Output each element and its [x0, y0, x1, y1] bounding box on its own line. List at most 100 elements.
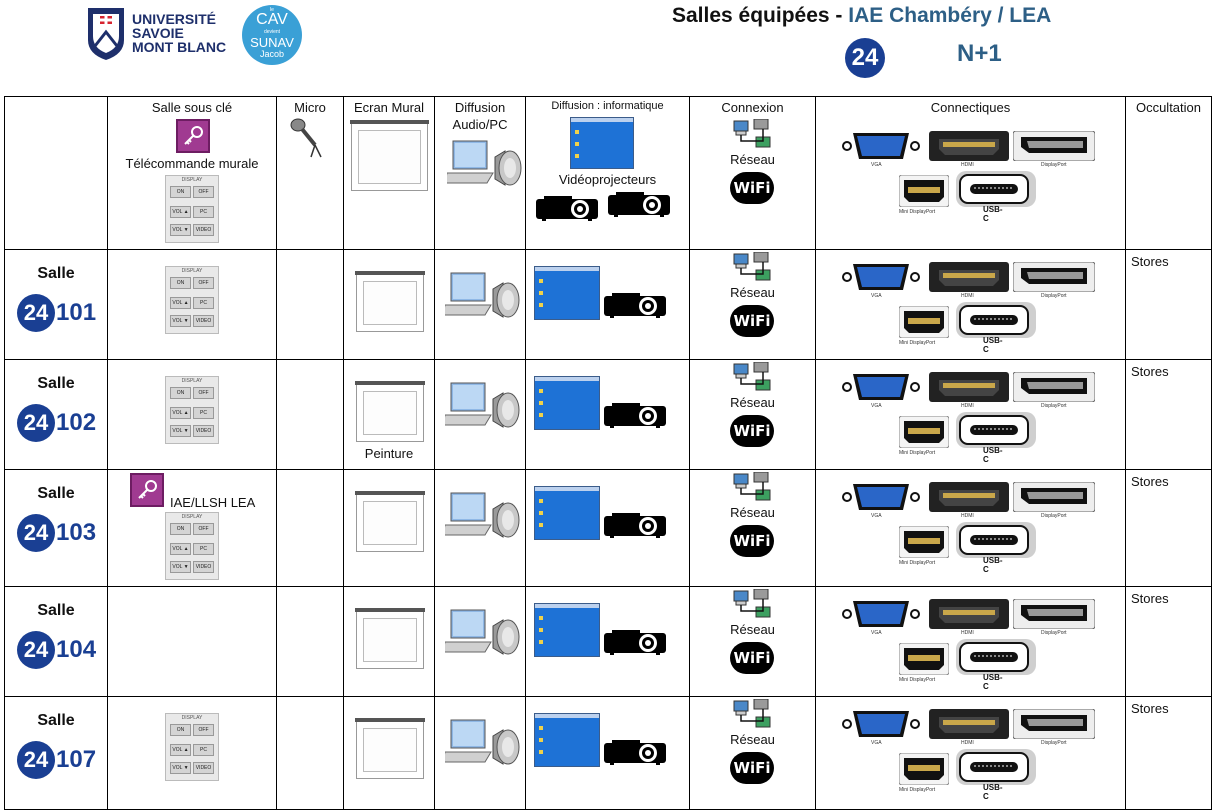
vga-label: VGA — [871, 293, 882, 299]
micro-cell — [276, 249, 344, 360]
mini-displayport-label: Mini DisplayPort — [899, 209, 936, 215]
remote-video: VIDEO — [193, 762, 214, 774]
room-number: 102 — [56, 409, 97, 436]
occultation-value: Stores — [1131, 701, 1169, 716]
mini-displayport-icon — [898, 642, 950, 680]
remote-video: VIDEO — [193, 224, 214, 236]
col-diffusion-info: Diffusion : informatique Vidéoprojecteur… — [525, 96, 690, 250]
col-label-micro: Micro — [294, 100, 326, 115]
col-label-connectiques: Connectiques — [930, 100, 1011, 115]
usmb-logo: UNIVERSITÉ SAVOIE MONT BLANC — [86, 6, 238, 64]
displayport-label: DisplayPort — [1041, 293, 1067, 299]
remote-video: VIDEO — [193, 425, 214, 437]
title-prefix: Salles équipées - — [672, 4, 849, 27]
col-ecran: Ecran Mural — [343, 96, 435, 250]
reseau-label: Réseau — [730, 152, 775, 167]
remote-vol-up: VOL ▲ — [170, 407, 191, 419]
hdmi-label: HDMI — [961, 162, 974, 168]
remote-vol-up: VOL ▲ — [170, 744, 191, 756]
microphone-icon — [290, 118, 322, 158]
room-number: 101 — [56, 299, 97, 326]
remote-vol-down: VOL ▼ — [170, 561, 191, 573]
projector-icon — [602, 400, 668, 435]
remote-off: OFF — [193, 387, 214, 399]
ecran-cell — [343, 249, 435, 360]
vga-port-icon — [841, 599, 921, 634]
key-icon — [130, 473, 164, 507]
app-window-icon — [534, 376, 600, 430]
displayport-label: DisplayPort — [1041, 630, 1067, 636]
usb-c-port-icon — [956, 302, 1036, 351]
vga-label: VGA — [871, 513, 882, 519]
wifi-icon: WiFi — [730, 642, 774, 674]
room-number: 107 — [56, 746, 97, 773]
audio-cell — [434, 586, 526, 697]
wifi-icon: WiFi — [730, 415, 774, 447]
remote-header: DISPLAY — [181, 268, 203, 274]
projector-icon — [602, 627, 668, 662]
wifi-label: WiFi — [733, 532, 771, 550]
network-icon — [732, 118, 772, 156]
cav-main: CAV — [256, 11, 288, 28]
projector-icon — [534, 193, 600, 228]
vga-label: VGA — [871, 403, 882, 409]
app-window-icon — [534, 713, 600, 767]
vga-port-icon — [841, 709, 921, 744]
hdmi-label: HDMI — [961, 630, 974, 636]
remote-off: OFF — [193, 724, 214, 736]
remote-vol-up: VOL ▲ — [170, 297, 191, 309]
info-cell — [525, 696, 690, 810]
audio-cell — [434, 469, 526, 587]
hdmi-label: HDMI — [961, 740, 974, 746]
mini-displayport-label: Mini DisplayPort — [899, 677, 936, 683]
page-title: Salles équipées - IAE Chambéry / LEA — [672, 4, 1051, 28]
remote-pc: PC — [193, 206, 214, 218]
cav-sunav: SUNAV — [250, 35, 294, 50]
remote-vol-up: VOL ▲ — [170, 206, 191, 218]
col-label-connexion: Connexion — [721, 100, 784, 115]
mini-displayport-icon — [898, 305, 950, 343]
hdmi-port-icon — [929, 709, 1009, 744]
laptop-speaker-icon — [442, 267, 523, 327]
reseau-label: Réseau — [730, 622, 775, 637]
remote-header: DISPLAY — [181, 514, 203, 520]
salle-label: Salle — [37, 712, 75, 729]
audio-cell — [434, 249, 526, 360]
remote-vol-down: VOL ▼ — [170, 224, 191, 236]
remote-header: DISPLAY — [181, 378, 203, 384]
vga-port-icon — [841, 372, 921, 407]
info-cell — [525, 249, 690, 360]
occultation-cell: Stores — [1125, 359, 1212, 470]
usb-c-port-icon — [956, 749, 1036, 798]
remote-pc: PC — [193, 407, 214, 419]
remote-video: VIDEO — [193, 561, 214, 573]
mini-displayport-label: Mini DisplayPort — [899, 560, 936, 566]
network-icon — [732, 588, 772, 626]
salle-label: Salle — [37, 485, 75, 502]
laptop-speaker-icon — [442, 714, 523, 774]
wifi-icon: WiFi — [730, 305, 774, 337]
remote-header: DISPLAY — [181, 177, 203, 183]
app-window-icon — [534, 603, 600, 657]
usb-c-label: USB-C — [983, 556, 1003, 574]
reseau-label: Réseau — [730, 505, 775, 520]
page-header: UNIVERSITÉ SAVOIE MONT BLANC le CAV devi… — [0, 0, 1228, 96]
remote-pc: PC — [193, 543, 214, 555]
displayport-icon — [1012, 481, 1096, 517]
mini-displayport-label: Mini DisplayPort — [899, 340, 936, 346]
remote-vol-down: VOL ▼ — [170, 425, 191, 437]
mini-displayport-icon — [898, 525, 950, 563]
remote-vol-down: VOL ▼ — [170, 315, 191, 327]
